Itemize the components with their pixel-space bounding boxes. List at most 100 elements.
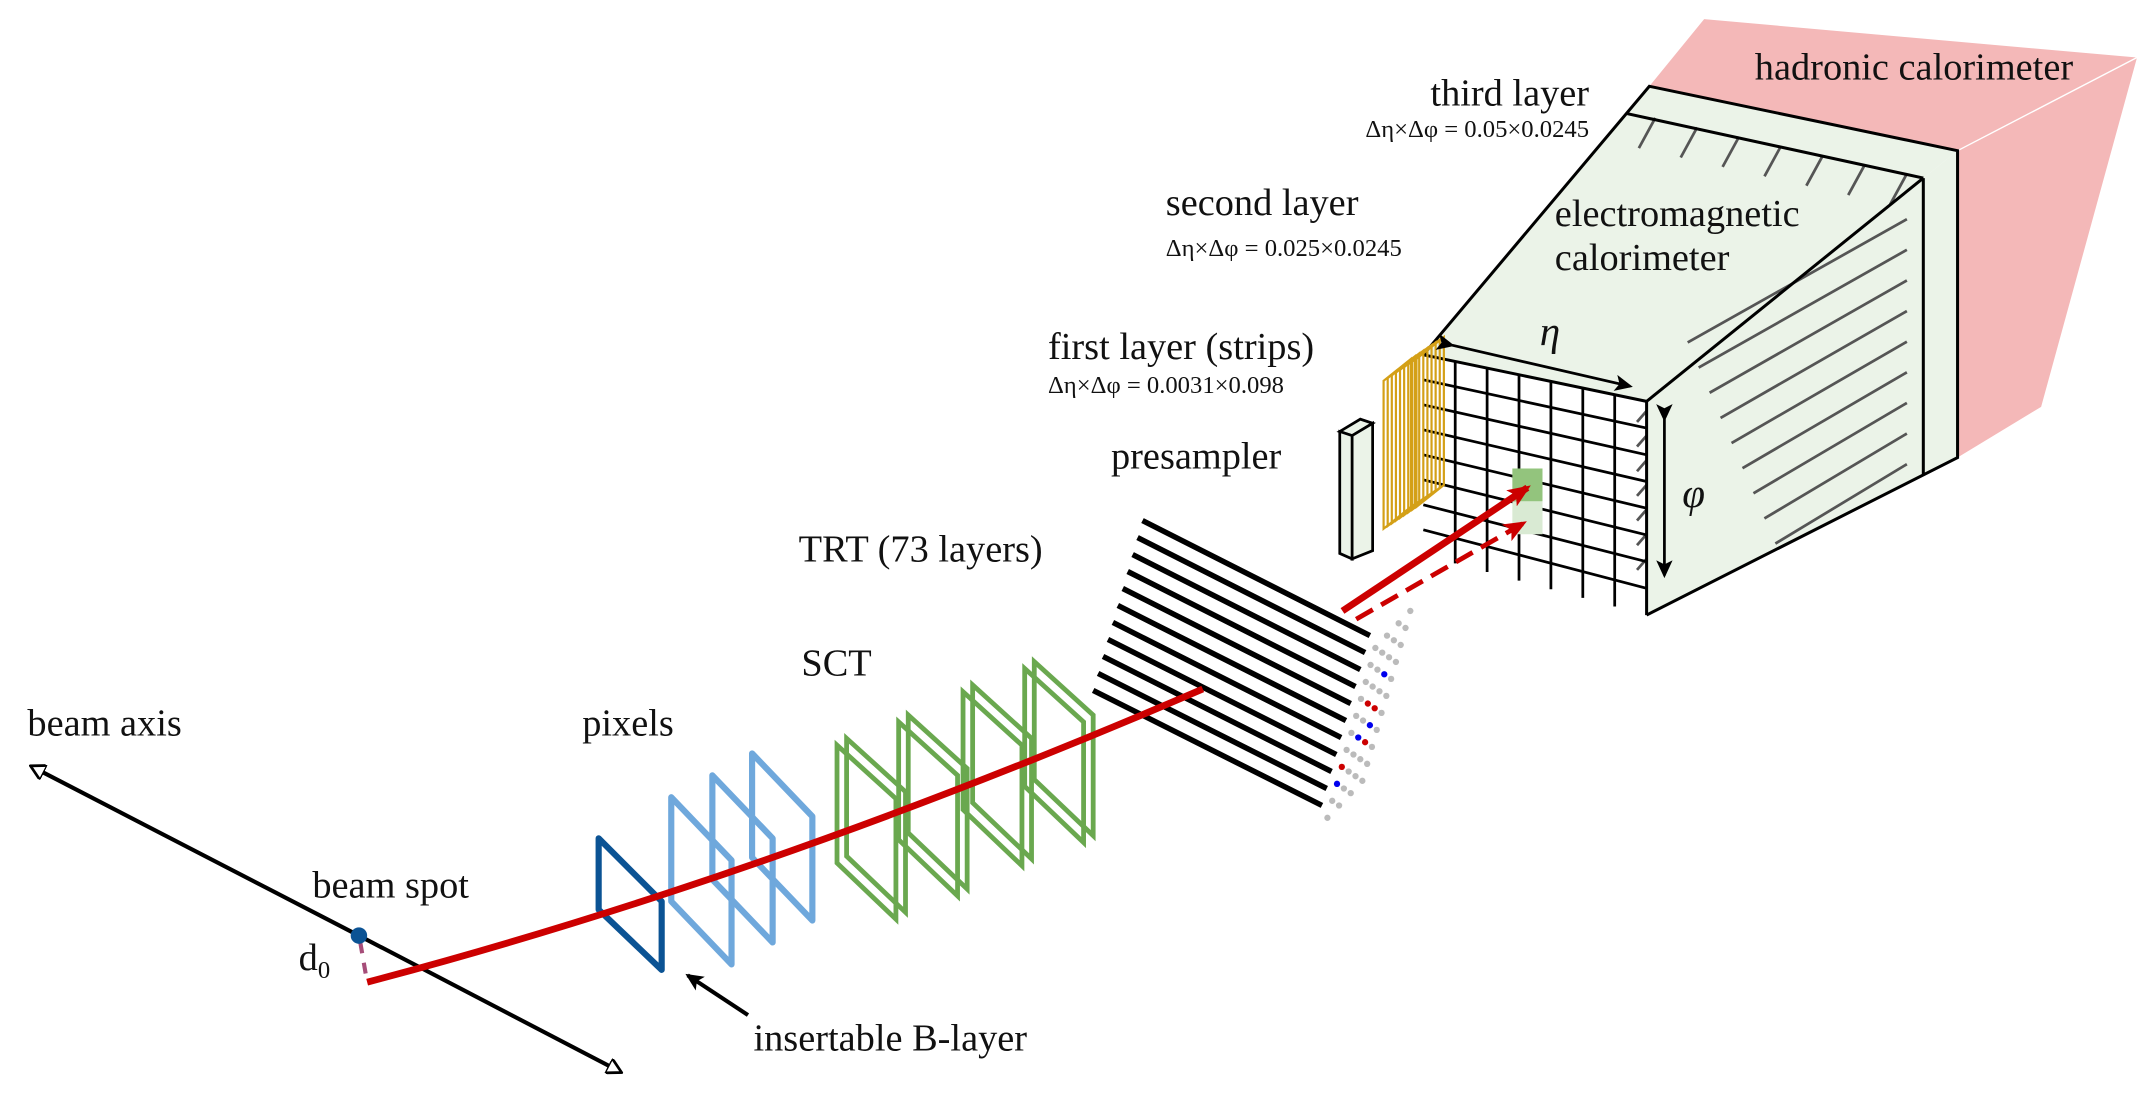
hatch-line	[1721, 136, 1741, 168]
hatch-line	[1635, 484, 1648, 497]
trt-dot	[1345, 768, 1352, 775]
trt-dot	[1379, 649, 1386, 656]
hatch-line	[1635, 508, 1648, 522]
sct-module	[834, 739, 899, 925]
pixel-module	[748, 750, 816, 924]
sct-module	[960, 686, 1025, 872]
hatch-line	[1888, 173, 1908, 206]
first-layer-strips	[1382, 334, 1445, 532]
em-calorimeter-label-2: calorimeter	[1555, 237, 1730, 279]
hadronic-calorimeter-label: hadronic calorimeter	[1755, 46, 2074, 88]
beam-spot-label: beam spot	[312, 864, 469, 906]
hadronic-calorimeter	[1649, 19, 2138, 458]
hatch-line	[1741, 371, 1908, 470]
trt-dot	[1343, 746, 1350, 754]
grid-row-line	[1422, 528, 1647, 590]
trt-dot	[1374, 666, 1381, 673]
sct-modules	[834, 656, 1096, 925]
photon-track-arrow	[1354, 521, 1527, 622]
trt-dot	[1329, 797, 1336, 804]
beam-axis-label: beam axis	[27, 703, 181, 745]
phi-label: φ	[1682, 470, 1705, 516]
trt-dot	[1392, 658, 1400, 666]
second-layer-granularity: Δη×Δφ = 0.025×0.0245	[1166, 235, 1402, 262]
hatch-line	[1730, 340, 1908, 445]
eta-arrow	[1435, 333, 1633, 391]
first-layer-granularity: Δη×Δφ = 0.0031×0.098	[1048, 372, 1284, 399]
trt-dot	[1361, 739, 1369, 746]
trt-dot	[1385, 654, 1393, 661]
sct-module	[905, 709, 970, 895]
d0-impact-parameter	[358, 942, 370, 983]
eta-label: η	[1540, 308, 1560, 354]
hatch-line	[1708, 279, 1908, 394]
sct-module	[1031, 656, 1096, 842]
insertable-b-layer-label: insertable B-layer	[753, 1018, 1027, 1060]
hatch-line	[1763, 145, 1783, 177]
trt-dot	[1371, 705, 1378, 712]
trt-dot	[1350, 751, 1357, 758]
trt-dot	[1362, 678, 1369, 686]
trt-dot	[1369, 683, 1376, 690]
d0-label: d0	[299, 937, 331, 984]
third-layer-label: third layer	[1430, 72, 1589, 114]
trt-straw	[1091, 687, 1324, 808]
trt-dot	[1378, 709, 1385, 717]
trt-dot	[1357, 695, 1365, 703]
strip-plate	[1415, 334, 1445, 510]
trt-dot	[1335, 802, 1343, 809]
em-calorimeter-label-1: electromagnetic	[1555, 193, 1800, 235]
grid-row-line	[1423, 403, 1647, 457]
trt-dot	[1407, 607, 1414, 615]
trt-label: TRT (73 layers)	[799, 529, 1043, 571]
trt-straw	[1111, 620, 1343, 740]
third-layer-granularity: Δη×Δφ = 0.05×0.0245	[1365, 116, 1589, 143]
trt-dot	[1402, 624, 1409, 632]
trt-straw	[1106, 637, 1338, 757]
hatch-line	[1847, 164, 1866, 196]
trt-dot	[1366, 722, 1374, 729]
sct-module	[896, 716, 960, 902]
beam-axis-forward	[357, 933, 619, 1072]
hatch-line	[1635, 533, 1648, 547]
trt-dot	[1395, 620, 1402, 627]
pixels-label: pixels	[582, 703, 674, 745]
hatch-line	[1805, 154, 1825, 187]
trt-straw	[1101, 653, 1333, 774]
trt-dot	[1390, 637, 1398, 644]
hatch-line	[1635, 434, 1648, 448]
beam-spot-dot	[350, 927, 368, 944]
trt-straws	[1091, 518, 1372, 808]
em-calorimeter	[1422, 84, 1960, 617]
trt-straw	[1121, 586, 1352, 707]
trt-dot	[1383, 632, 1391, 639]
trt-dot	[1338, 763, 1345, 770]
trt-dot	[1324, 814, 1331, 821]
trt-dot	[1364, 700, 1371, 707]
second-layer-label: second layer	[1166, 182, 1359, 224]
trt-straw	[1096, 670, 1328, 791]
trt-dot	[1353, 712, 1360, 720]
sct-module	[1022, 663, 1086, 849]
trt-dot	[1387, 675, 1395, 683]
hatch-line	[1635, 410, 1648, 423]
beam-axis	[33, 767, 360, 938]
presampler-label: presampler	[1111, 435, 1282, 477]
d0-label-sub: 0	[318, 957, 330, 984]
trt-dot	[1357, 756, 1364, 763]
trt-dot	[1347, 790, 1354, 797]
trt-hits	[1324, 607, 1414, 821]
hatch-line	[1719, 309, 1908, 420]
sct-label: SCT	[801, 642, 871, 684]
hadronic-edge	[1957, 56, 2138, 152]
electron-track-arrow	[1340, 484, 1531, 614]
b-layer-pointer-arrow	[685, 973, 750, 1017]
trt-straw	[1131, 552, 1362, 673]
sct-module	[844, 732, 908, 918]
trt-dot	[1333, 780, 1341, 787]
hatch-line	[1635, 459, 1648, 473]
sct-module	[970, 679, 1034, 865]
trt-straw	[1141, 518, 1372, 639]
hatch-line	[1774, 462, 1908, 545]
pixel-layers	[595, 750, 816, 973]
